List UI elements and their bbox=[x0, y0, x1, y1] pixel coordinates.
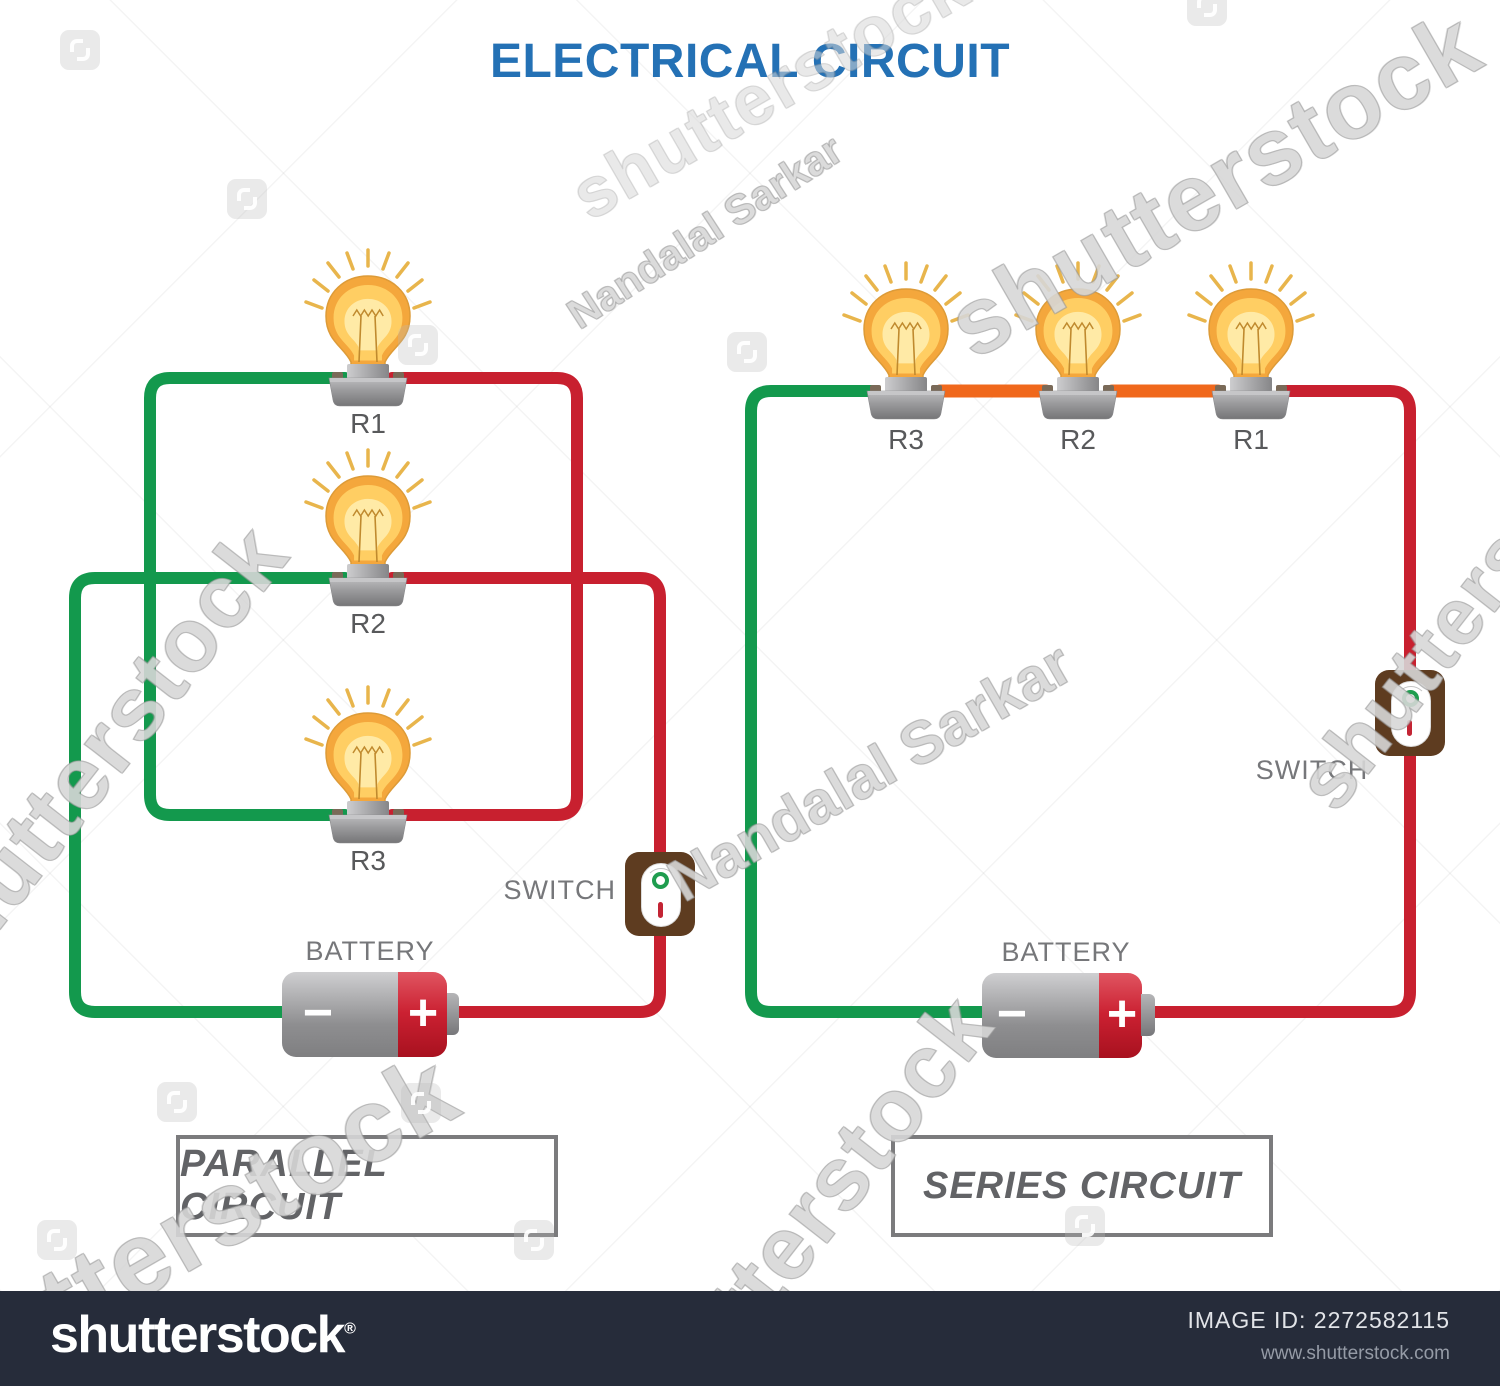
switch-label-series: SWITCH bbox=[1255, 755, 1369, 785]
battery-minus-sign-parallel: − bbox=[302, 983, 334, 1042]
parallel-circuit-caption: PARALLEL CIRCUIT bbox=[176, 1135, 558, 1237]
switch-off-indicator-series bbox=[1407, 720, 1412, 736]
switch-label-parallel: SWITCH bbox=[503, 875, 616, 905]
bulb-r3-series bbox=[842, 261, 970, 421]
registered-mark: ® bbox=[344, 1320, 356, 1338]
parallel-red-wire-r1-r3 bbox=[386, 372, 583, 821]
battery-positive-body bbox=[1099, 973, 1142, 1058]
series-red-wire-to-switch bbox=[1280, 385, 1416, 682]
website-url: www.shutterstock.com bbox=[1261, 1343, 1450, 1364]
parallel-green-wire-battery-bus bbox=[69, 572, 351, 1018]
switch-on-indicator-series bbox=[1402, 690, 1419, 707]
footer-bar: shutterstock® IMAGE ID: 2272582115 www.s… bbox=[0, 1291, 1500, 1386]
bulb-r2-parallel bbox=[304, 448, 432, 608]
battery-series bbox=[982, 973, 1142, 1058]
battery-terminal-nub-parallel bbox=[447, 993, 459, 1035]
series-circuit-caption: SERIES CIRCUIT bbox=[891, 1135, 1273, 1237]
shutterstock-logo-text: shutterstock bbox=[50, 1306, 346, 1364]
bulb-r2-series bbox=[1014, 261, 1142, 421]
battery-minus-sign-series: − bbox=[996, 984, 1028, 1043]
battery-plus-sign-series: + bbox=[1106, 984, 1138, 1043]
bulb-label-r1-parallel: R1 bbox=[350, 408, 386, 439]
battery-positive-body bbox=[398, 972, 447, 1057]
switch-off-indicator-parallel bbox=[658, 902, 663, 918]
parallel-red-wire-to-switch bbox=[386, 572, 666, 864]
bulb-label-r3-parallel: R3 bbox=[350, 845, 386, 876]
series-green-wire bbox=[745, 385, 991, 1018]
switch-rocker-arc-series bbox=[1395, 686, 1427, 702]
bulb-r1-series bbox=[1187, 261, 1315, 421]
shutterstock-logo: shutterstock® bbox=[50, 1305, 356, 1365]
switch-rocker-arc-parallel bbox=[645, 868, 677, 884]
battery-plus-sign-parallel: + bbox=[407, 983, 439, 1042]
bulb-label-r2-series: R2 bbox=[1060, 424, 1096, 455]
battery-parallel bbox=[282, 972, 447, 1057]
battery-negative-body bbox=[982, 973, 1099, 1058]
bulb-r1-parallel bbox=[304, 248, 432, 408]
bulb-r3-parallel bbox=[304, 685, 432, 845]
parallel-green-wire-r1-r3 bbox=[144, 372, 351, 821]
switch-on-indicator-parallel bbox=[652, 872, 669, 889]
bulb-label-r3-series: R3 bbox=[888, 424, 924, 455]
battery-negative-body bbox=[282, 972, 398, 1057]
battery-label-series: BATTERY bbox=[1001, 937, 1131, 967]
series-red-wire-switch-to-battery bbox=[1146, 742, 1416, 1018]
bulb-label-r1-series: R1 bbox=[1233, 424, 1269, 455]
parallel-red-wire-switch-to-battery bbox=[446, 924, 666, 1018]
bulb-label-r2-parallel: R2 bbox=[350, 608, 386, 639]
battery-terminal-nub-series bbox=[1141, 994, 1155, 1036]
battery-label-parallel: BATTERY bbox=[305, 936, 435, 966]
image-id: IMAGE ID: 2272582115 bbox=[1187, 1307, 1450, 1333]
page-title: ELECTRICAL CIRCUIT bbox=[489, 35, 1011, 88]
